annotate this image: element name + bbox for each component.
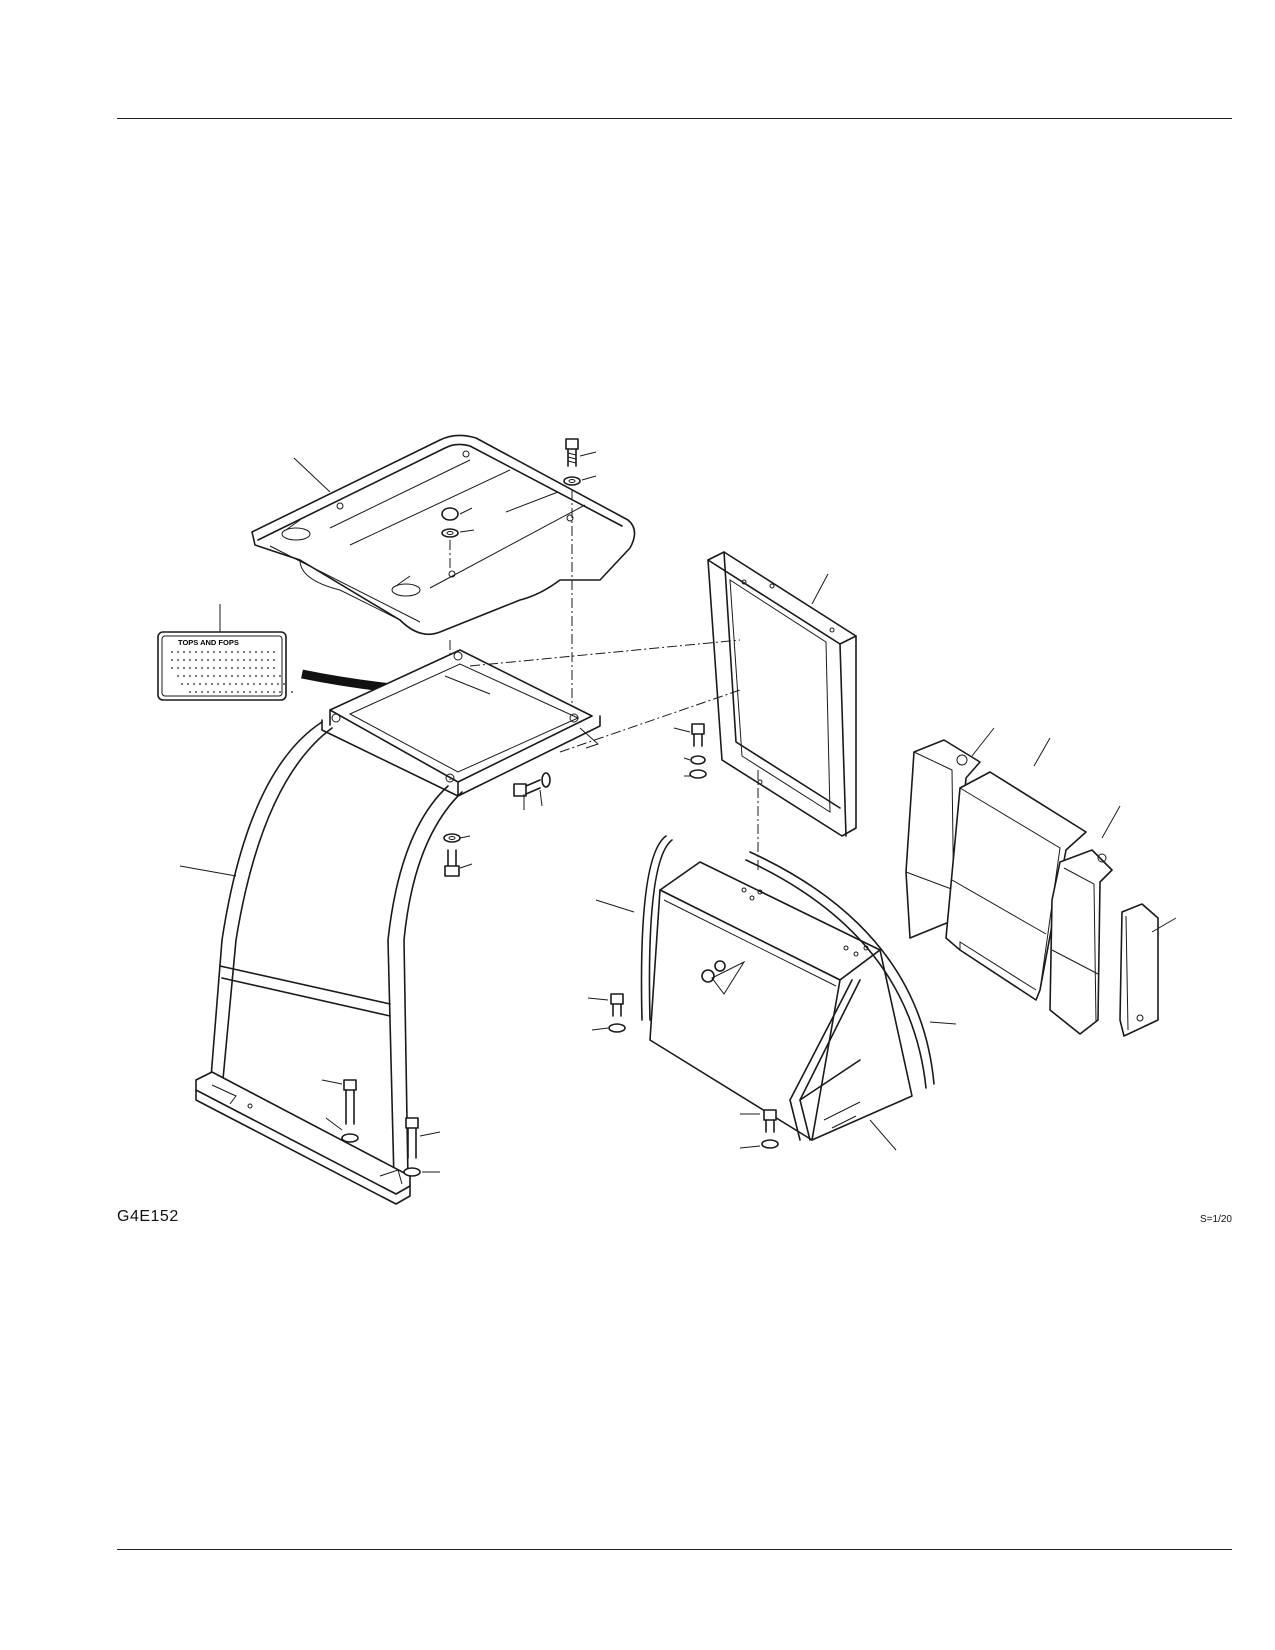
guard-bolt-washer-set [689, 723, 707, 779]
tops-fops-label-plate: TOPS AND FOPS [157, 631, 293, 701]
cover-panel-center [945, 771, 1087, 1001]
drawing-code: G4E152 [117, 1208, 179, 1225]
top-rule [117, 118, 1232, 119]
cover-panel-right [1049, 849, 1113, 1035]
rear-guard-frame [707, 551, 857, 837]
label-plate-text: TOPS AND FOPS [178, 638, 239, 647]
scale-label: S=1/20 [1200, 1214, 1232, 1225]
hand-rail [789, 979, 861, 1141]
side-plate [1119, 903, 1159, 1037]
rops-bolt-washer-set [341, 772, 551, 1177]
leader-lines [179, 451, 1177, 1173]
right-side-rail [749, 851, 935, 1085]
left-side-rail [648, 839, 673, 1021]
roof-bolt-washer-set [441, 438, 581, 538]
bottom-rule [117, 1549, 1232, 1550]
seat-base-console [649, 861, 913, 1141]
rops-frame [195, 649, 601, 1205]
console-bolt-washer-set [608, 993, 779, 1149]
